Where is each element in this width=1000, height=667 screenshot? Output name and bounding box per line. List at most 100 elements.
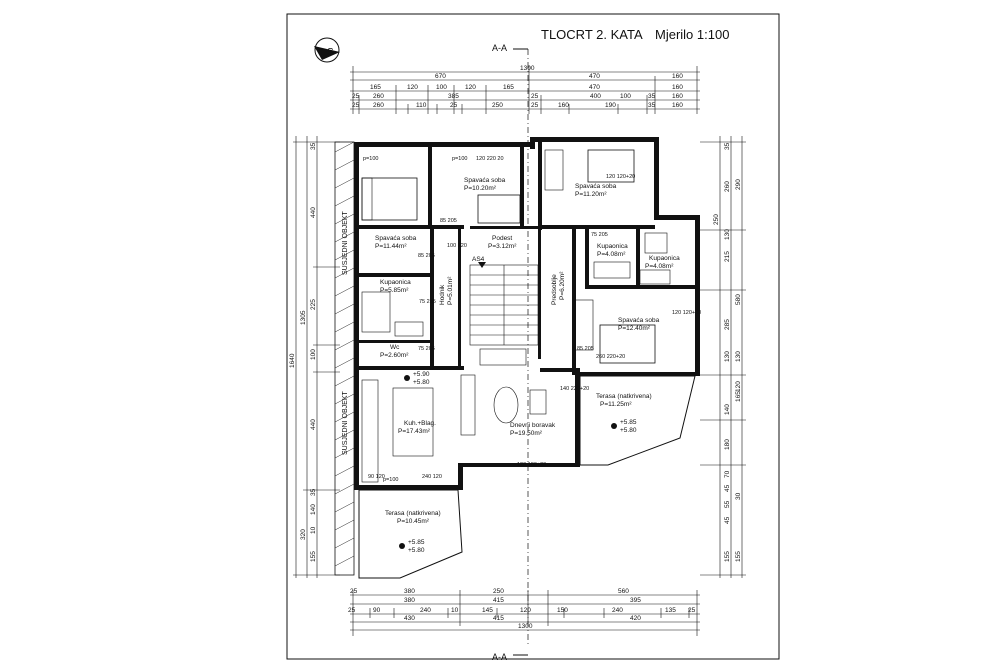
room-kupaonica-1-area: P=5.85m² <box>380 287 409 294</box>
right-dim: 130 <box>724 229 731 240</box>
neighbour-label-bottom: SUSJEDNI OBJEKT <box>342 390 349 455</box>
bottom-dim: 395 <box>630 597 641 604</box>
sink-icon <box>593 261 631 279</box>
left-dim: 10 <box>310 526 317 534</box>
opening-label: 140 220+20 <box>560 386 589 392</box>
stair-label: AS4 <box>472 256 485 263</box>
room-spavaca-1-name: Spavaća soba <box>375 235 417 242</box>
level-terrace-l-bottom: +5.80 <box>408 547 425 554</box>
north-arrow-icon: S <box>314 37 340 63</box>
left-dim: 440 <box>310 207 317 218</box>
opening-label: 120 120+20 <box>672 310 701 316</box>
level-marker-icon <box>399 543 405 549</box>
opening-label: 85 205 <box>418 253 435 259</box>
room-spavaca-4-name: Spavaća soba <box>618 317 660 324</box>
terraces <box>358 375 696 579</box>
right-dim: 130 <box>724 351 731 362</box>
opening-label: 240 120 <box>422 474 442 480</box>
top-dim: 260 <box>373 93 384 100</box>
sheet-frame <box>286 13 780 660</box>
bottom-dim: 150 <box>557 607 568 614</box>
drawing-title: TLOCRT 2. KATA <box>541 27 643 42</box>
right-dim: 130 <box>735 351 742 362</box>
opening-label: 120 220 20 <box>476 156 504 162</box>
top-dim: 385 <box>448 93 459 100</box>
opening-label: 85 205 <box>577 346 594 352</box>
bottom-dim: 250 <box>493 588 504 595</box>
room-hodnik-area: P=5.01m² <box>447 276 454 305</box>
left-dim: 140 <box>310 504 317 515</box>
sofa-icon <box>479 348 527 366</box>
right-dim: 55 <box>724 500 731 508</box>
armchair-icon <box>529 389 547 415</box>
level-marker-icon <box>611 423 617 429</box>
section-marker-top: A-A <box>492 43 507 53</box>
top-dim: 400 <box>590 93 601 100</box>
bottom-dim: 415 <box>493 597 504 604</box>
left-dim: 1305 <box>300 310 307 325</box>
top-dim: 100 <box>436 84 447 91</box>
top-dim: 110 <box>416 102 427 109</box>
bottom-dim: 420 <box>630 615 641 622</box>
room-terasa-l-area: P=10.45m² <box>397 518 430 525</box>
bottom-dim: 25 <box>348 607 356 614</box>
left-dim-total: 1640 <box>289 353 296 368</box>
left-dim: 35 <box>310 142 317 150</box>
bottom-dim: 90 <box>373 607 381 614</box>
opening-label: 100 220 <box>447 243 467 249</box>
right-dimensions: 250 290 580 130 120 165 30 155 35 260 13… <box>700 136 746 578</box>
room-terasa-r-name: Terasa (natkrivena) <box>596 393 652 400</box>
room-predsoblje-area: P=6.20m² <box>559 271 566 300</box>
opening-label: 90 120 <box>368 474 385 480</box>
right-dim: 180 <box>724 439 731 450</box>
left-dim: 320 <box>300 529 307 540</box>
top-dim-total: 1300 <box>520 65 535 72</box>
sink-icon <box>639 269 671 285</box>
room-podest-name: Podest <box>492 235 512 242</box>
bottom-dim: 145 <box>482 607 493 614</box>
top-dim: 160 <box>672 93 683 100</box>
dining-table-icon <box>392 387 434 457</box>
right-dim: 215 <box>724 251 731 262</box>
room-spavaca-4-area: P=12.40m² <box>618 325 651 332</box>
top-dim: 25 <box>531 93 539 100</box>
room-predsoblje-name: Predsoblje <box>551 274 558 305</box>
right-dim: 45 <box>724 484 731 492</box>
bottom-dim: 560 <box>618 588 629 595</box>
sink-icon <box>394 321 424 337</box>
top-dim: 190 <box>605 102 616 109</box>
opening-label: 120 120+20 <box>606 174 635 180</box>
top-dim: 25 <box>352 102 360 109</box>
bed-icon <box>587 149 635 183</box>
top-dim: 120 <box>407 84 418 91</box>
right-dim: 580 <box>735 294 742 305</box>
level-terrace-r-top: +5.85 <box>620 419 637 426</box>
level-terrace-r-bottom: +5.80 <box>620 427 637 434</box>
opening-label: 85 205 <box>440 218 457 224</box>
wardrobe-icon <box>574 299 594 351</box>
opening-label: 260 220+20 <box>596 354 625 360</box>
bed-icon <box>361 177 418 221</box>
top-dim: 165 <box>370 84 381 91</box>
top-dim: 160 <box>672 84 683 91</box>
top-dim: 250 <box>492 102 503 109</box>
left-dim: 35 <box>310 488 317 496</box>
bottom-dimensions: 25 380 250 560 380 415 395 25 90 240 10 … <box>348 588 700 636</box>
room-spavaca-1-area: P=11.44m² <box>375 243 407 250</box>
bottom-dim: 25 <box>688 607 696 614</box>
drawing-scale: Mjerilo 1:100 <box>655 27 729 42</box>
right-dim: 45 <box>724 516 731 524</box>
left-dim: 225 <box>310 299 317 310</box>
room-kupaonica-3-name: Kupaonica <box>649 255 680 262</box>
top-dim: 260 <box>373 102 384 109</box>
opening-label: 75 205 <box>419 299 436 305</box>
room-kupaonica-3-area: P=4.08m² <box>645 263 674 270</box>
bottom-dim: 380 <box>404 597 415 604</box>
opening-label: p=100 <box>383 477 398 483</box>
opening-labels: p=100 p=100 120 220 20 120 120+20 85 205… <box>363 156 701 483</box>
top-dim: 160 <box>672 102 683 109</box>
section-marker-bottom: A-A <box>492 652 507 662</box>
bed-icon <box>477 194 521 224</box>
bottom-dim: 10 <box>451 607 459 614</box>
